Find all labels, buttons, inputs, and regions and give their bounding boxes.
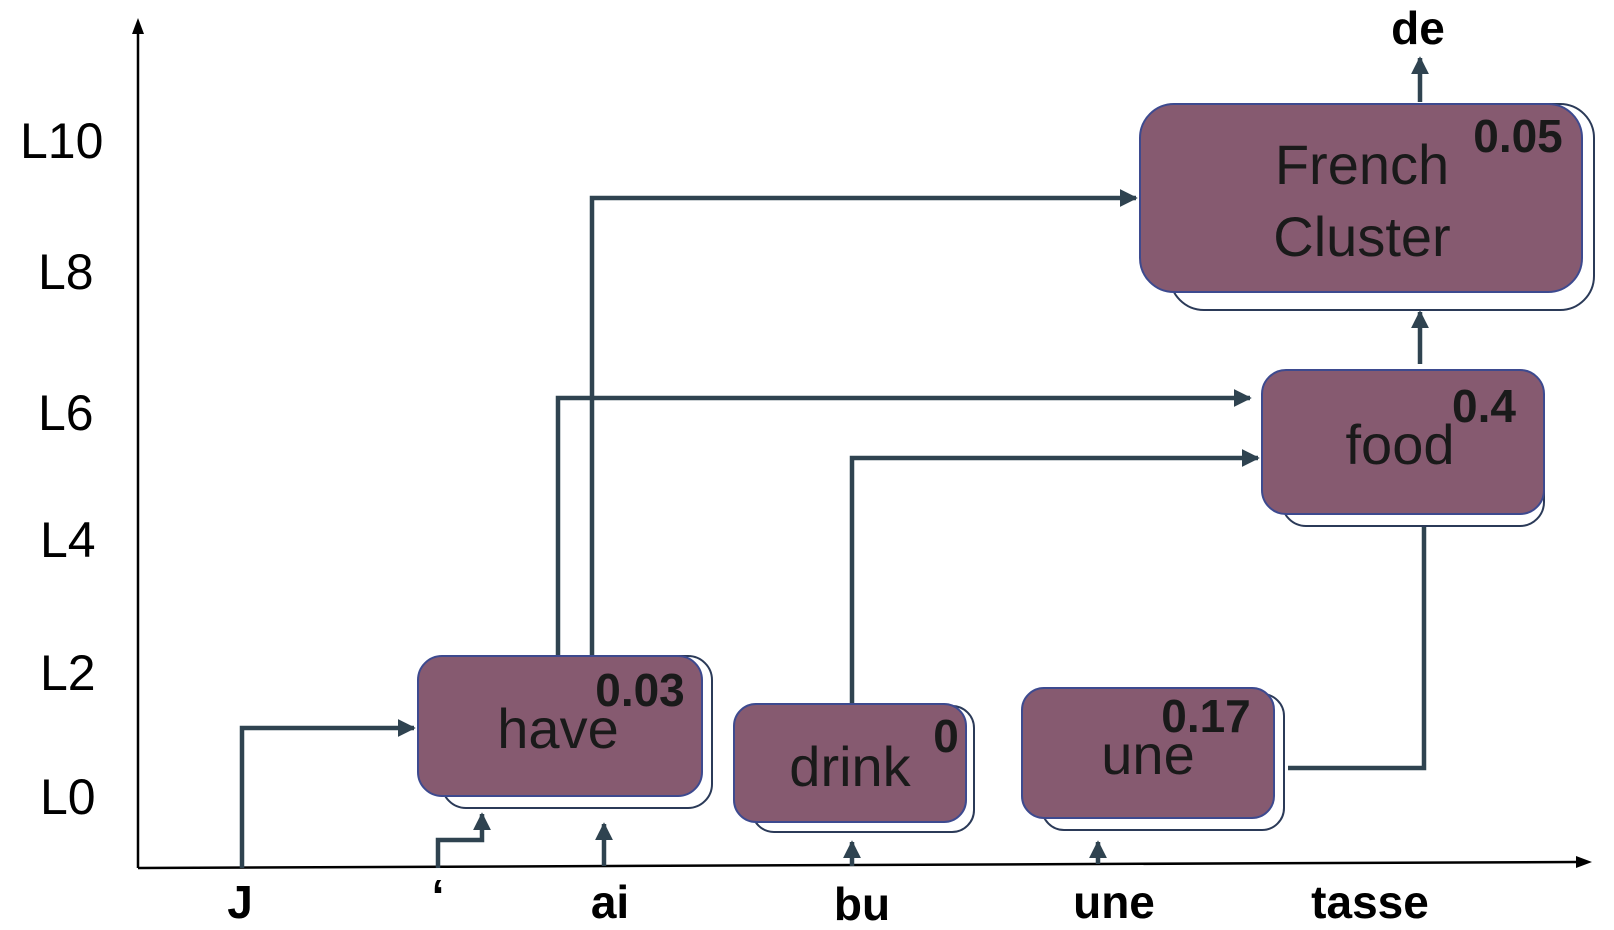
y-axis-arrow xyxy=(132,18,144,34)
token-bu: bu xyxy=(834,878,890,930)
edge-une-to-food xyxy=(1288,482,1433,771)
node-food[interactable]: food 0.4 xyxy=(1261,369,1545,527)
node-have[interactable]: have 0.03 xyxy=(417,655,713,809)
node-have-box xyxy=(417,655,703,797)
edge-have-to-french xyxy=(589,189,1138,662)
node-french-cluster[interactable]: French Cluster 0.05 xyxy=(1139,103,1595,311)
token-tasse: tasse xyxy=(1311,876,1429,928)
y-label-l8: L8 xyxy=(38,244,94,300)
node-drink-box xyxy=(733,703,967,823)
node-french-label-line1: French xyxy=(1275,133,1449,196)
node-une-score: 0.17 xyxy=(1161,690,1251,742)
node-have-score: 0.03 xyxy=(595,664,685,716)
token-apostrophe: ‘ xyxy=(432,870,445,922)
edge-apostrophe-to-have xyxy=(435,812,491,868)
node-drink-score: 0 xyxy=(933,710,959,762)
y-label-l4: L4 xyxy=(40,512,96,568)
node-une-label: une xyxy=(1101,723,1194,786)
node-french-label-line2: Cluster xyxy=(1273,205,1450,268)
y-label-l0: L0 xyxy=(40,769,96,825)
x-axis-line xyxy=(137,860,1579,870)
edge-drink-to-food xyxy=(849,449,1260,706)
axes xyxy=(132,18,1592,870)
x-axis-tokens: J ‘ ai bu une tasse xyxy=(227,870,1429,930)
node-french-score: 0.05 xyxy=(1473,110,1563,162)
y-label-l10: L10 xyxy=(20,113,103,169)
node-have-label: have xyxy=(497,697,618,760)
x-axis-arrow xyxy=(1576,856,1592,868)
y-label-l6: L6 xyxy=(38,385,94,441)
node-food-label: food xyxy=(1346,413,1455,476)
node-drink[interactable]: drink 0 xyxy=(733,703,975,833)
y-label-l2: L2 xyxy=(40,645,96,701)
token-une: une xyxy=(1073,876,1155,928)
node-drink-label: drink xyxy=(789,735,911,798)
node-food-score: 0.4 xyxy=(1452,380,1516,432)
edge-have-to-food xyxy=(555,389,1252,665)
token-j: J xyxy=(227,876,253,928)
edge-j-to-have xyxy=(239,719,416,868)
token-ai: ai xyxy=(591,876,629,928)
node-french-box xyxy=(1139,103,1583,293)
output-token-de: de xyxy=(1391,2,1445,54)
node-une[interactable]: une 0.17 xyxy=(1021,687,1285,831)
node-une-box xyxy=(1021,687,1275,819)
node-food-box xyxy=(1261,369,1545,515)
y-axis-labels: L10 L8 L6 L4 L2 L0 xyxy=(20,113,103,825)
